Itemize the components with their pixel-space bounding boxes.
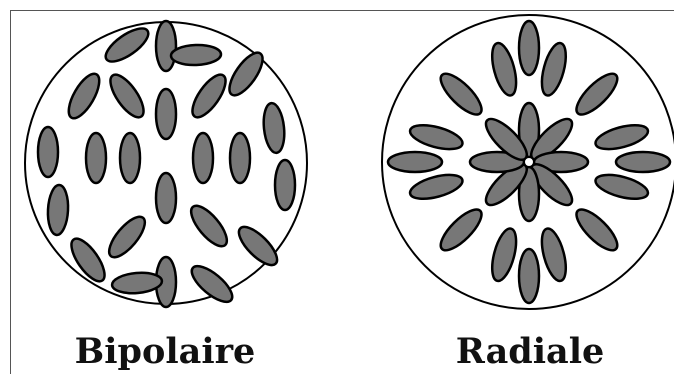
radial-molecule bbox=[408, 170, 465, 203]
bipolar-molecule bbox=[223, 48, 268, 100]
radial-molecule bbox=[408, 121, 465, 154]
bipolar-molecule bbox=[156, 89, 176, 139]
bipolar-molecule bbox=[233, 221, 282, 270]
bipolar-molecule bbox=[86, 133, 106, 183]
radial-molecule bbox=[388, 152, 442, 172]
radial-molecule bbox=[435, 68, 487, 120]
radial-molecule bbox=[593, 121, 650, 154]
bipolar-molecule bbox=[120, 133, 140, 183]
bipolar-molecule bbox=[156, 21, 176, 71]
bipolar-molecule bbox=[275, 160, 295, 210]
bipolar-molecule bbox=[186, 70, 231, 122]
radial-molecule bbox=[519, 249, 539, 303]
bipolar-molecule bbox=[101, 22, 153, 67]
radial-droplet bbox=[382, 15, 674, 309]
radial-label: Radiale bbox=[405, 330, 655, 374]
bipolar-molecule bbox=[47, 185, 70, 236]
bipolar-molecule bbox=[38, 127, 58, 177]
bipolar-molecule bbox=[185, 200, 232, 251]
radial-molecule bbox=[537, 41, 570, 98]
bipolar-molecule bbox=[261, 102, 286, 154]
radial-molecule bbox=[488, 226, 521, 283]
radial-molecule bbox=[571, 68, 623, 120]
bipolar-molecule bbox=[156, 173, 176, 223]
radial-center-defect bbox=[524, 157, 534, 167]
bipolar-molecule bbox=[171, 44, 222, 66]
bipolar-molecule bbox=[230, 133, 250, 183]
bipolar-droplet bbox=[25, 21, 307, 308]
bipolar-molecule bbox=[63, 69, 105, 122]
bipolar-molecule bbox=[65, 234, 110, 286]
radial-molecule bbox=[488, 41, 521, 98]
radial-molecule bbox=[571, 204, 623, 256]
radial-molecule bbox=[537, 226, 570, 283]
bipolar-molecule bbox=[111, 271, 163, 295]
bipolar-molecule bbox=[103, 211, 150, 262]
radial-molecule bbox=[616, 152, 670, 172]
bipolar-label: Bipolaire bbox=[45, 330, 285, 374]
bipolar-molecule bbox=[104, 70, 149, 122]
radial-molecule bbox=[435, 204, 487, 256]
radial-molecule bbox=[519, 21, 539, 75]
radial-molecule bbox=[593, 170, 650, 203]
bipolar-molecule bbox=[193, 133, 213, 183]
